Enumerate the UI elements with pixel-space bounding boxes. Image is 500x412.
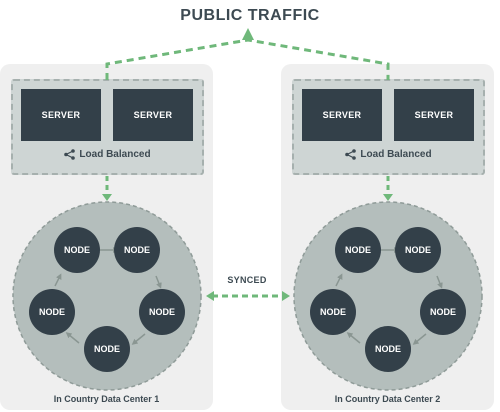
- node-label: NODE: [94, 344, 120, 354]
- load-balanced-text: Load Balanced: [79, 149, 151, 160]
- node-circle: [310, 289, 356, 335]
- node-label: NODE: [375, 344, 401, 354]
- load-balanced-text: Load Balanced: [360, 149, 432, 160]
- node-label: NODE: [345, 245, 371, 255]
- node-label: NODE: [320, 307, 346, 317]
- synced-label: SYNCED: [227, 275, 267, 285]
- right-arrow-icon: [282, 291, 290, 301]
- load-balanced-label: Load Balanced: [13, 149, 202, 160]
- node-circle: [335, 227, 381, 273]
- node-label: NODE: [39, 307, 65, 317]
- node-circle: [420, 289, 466, 335]
- node-label: NODE: [124, 245, 150, 255]
- node-circle: [84, 326, 130, 372]
- node-circle: [139, 289, 185, 335]
- share-icon: [64, 149, 76, 160]
- data-center-label: In Country Data Center 2: [334, 394, 441, 404]
- node-link: [436, 275, 443, 289]
- share-icon: [345, 149, 357, 160]
- node-link: [54, 273, 62, 287]
- node-label: NODE: [405, 245, 431, 255]
- node-link: [412, 333, 427, 345]
- down-arrow-icon: [383, 194, 393, 201]
- node-label: NODE: [430, 307, 456, 317]
- node-circle: [365, 326, 411, 372]
- node-cluster-2: NODE NODE NODE NODE NODE: [293, 201, 483, 391]
- server-group: SERVER SERVER Load Balanced: [11, 79, 204, 175]
- node-link: [346, 332, 361, 344]
- left-arrow-icon: [206, 291, 214, 301]
- node-link: [65, 332, 80, 344]
- node-cluster-1: NODE NODE NODE NODE NODE: [12, 201, 202, 391]
- traffic-arrow-icon: [242, 28, 254, 40]
- server-group: SERVER SERVER Load Balanced: [292, 79, 485, 175]
- load-balanced-label: Load Balanced: [294, 149, 483, 160]
- node-circle: [54, 227, 100, 273]
- node-circle: [114, 227, 160, 273]
- node-link: [155, 275, 162, 289]
- node-label: NODE: [64, 245, 90, 255]
- server-box: SERVER: [394, 89, 474, 141]
- node-link: [131, 333, 146, 345]
- traffic-connector: [105, 38, 390, 80]
- node-link: [335, 273, 343, 287]
- public-traffic-title: PUBLIC TRAFFIC: [180, 7, 320, 24]
- node-circle: [395, 227, 441, 273]
- node-label: NODE: [149, 307, 175, 317]
- down-arrow-icon: [102, 194, 112, 201]
- server-box: SERVER: [113, 89, 193, 141]
- data-center-label: In Country Data Center 1: [53, 394, 160, 404]
- server-box: SERVER: [302, 89, 382, 141]
- node-circle: [29, 289, 75, 335]
- server-box: SERVER: [21, 89, 101, 141]
